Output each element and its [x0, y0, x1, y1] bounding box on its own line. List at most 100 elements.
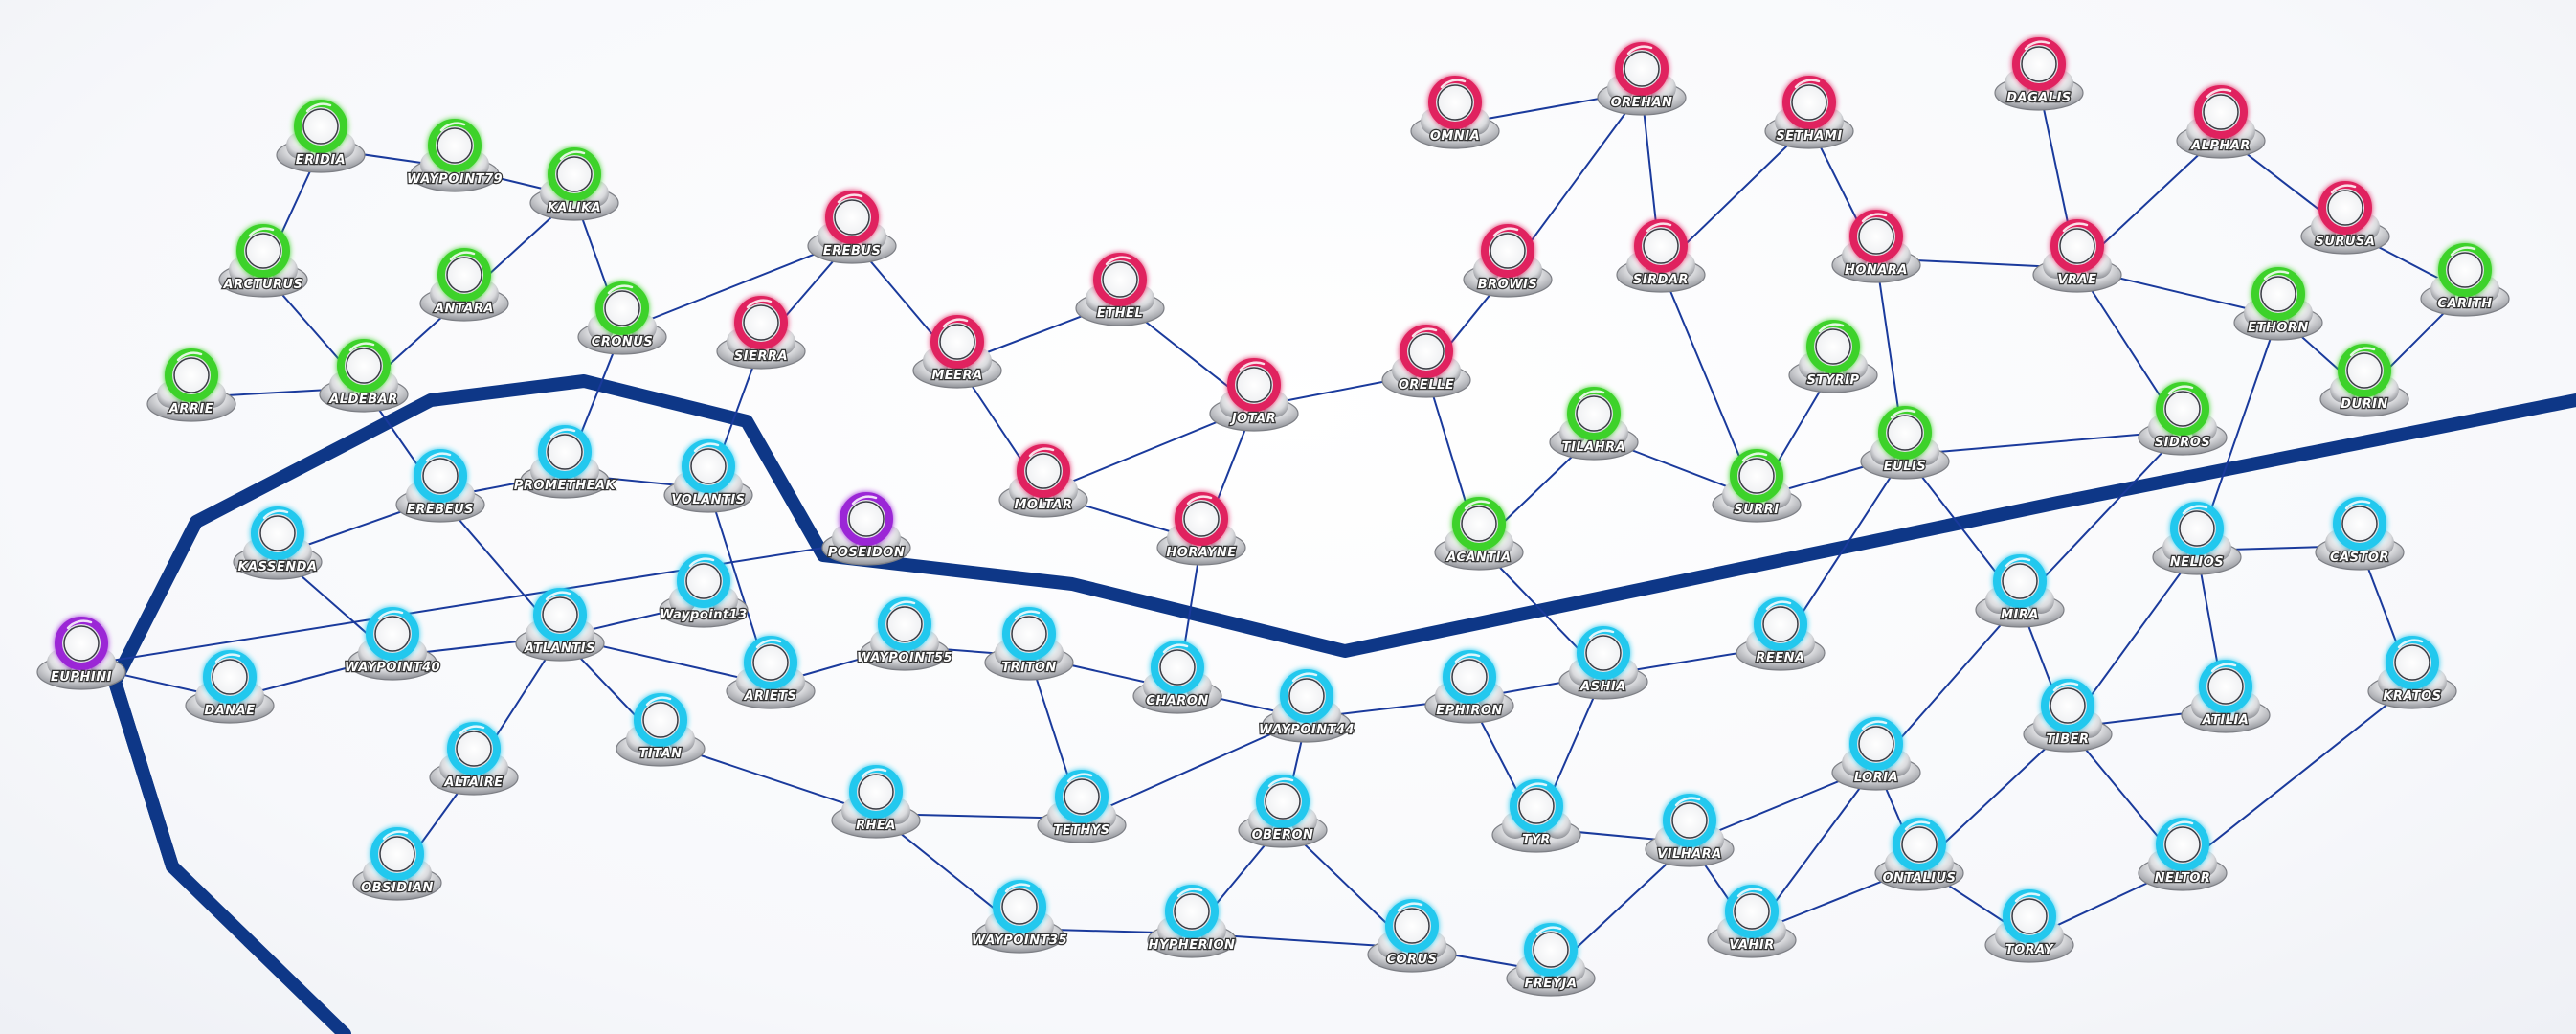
- star-node-erebeus[interactable]: EREBEUS: [395, 449, 485, 523]
- node-ring-icon: [447, 722, 501, 776]
- star-node-dagalis[interactable]: DAGALIS: [1994, 37, 2084, 111]
- star-node-orelle[interactable]: ORELLE: [1381, 325, 1471, 398]
- node-highlight-icon: [1267, 777, 1294, 788]
- star-node-omnia[interactable]: OMNIA: [1410, 76, 1500, 149]
- star-node-cronus[interactable]: CRONUS: [577, 281, 667, 355]
- node-inner-ring-icon: [858, 774, 894, 810]
- star-node-durin[interactable]: DURIN: [2319, 344, 2409, 417]
- star-node-antara[interactable]: ANTARA: [419, 248, 509, 322]
- star-node-moltar[interactable]: MOLTAR: [998, 444, 1088, 518]
- node-ring-icon: [1256, 775, 1310, 828]
- star-node-meera[interactable]: MEERA: [912, 315, 1002, 389]
- star-node-erida[interactable]: ERIDIA: [276, 100, 366, 173]
- star-node-rhea[interactable]: RHEA: [831, 765, 921, 839]
- star-node-carith[interactable]: CARITH: [2420, 243, 2510, 317]
- star-node-ethorn[interactable]: ETHORN: [2233, 267, 2323, 341]
- star-node-castor[interactable]: CASTOR: [2315, 497, 2405, 571]
- star-node-mira[interactable]: MIRA: [1975, 554, 2065, 628]
- star-node-corus[interactable]: CORUS: [1367, 899, 1457, 973]
- star-node-waypoint35[interactable]: WAYPOINT35: [971, 880, 1068, 954]
- star-node-arrie[interactable]: ARRIE: [146, 348, 236, 422]
- star-node-euphini[interactable]: EUPHINI: [36, 617, 126, 690]
- star-node-surusa[interactable]: SURUSA: [2300, 181, 2390, 255]
- star-node-poseidon[interactable]: POSEIDON: [821, 492, 911, 566]
- star-node-browis[interactable]: BROWIS: [1463, 224, 1553, 298]
- star-node-aldebar[interactable]: ALDEBAR: [319, 339, 409, 413]
- star-node-acantia[interactable]: ACANTIA: [1434, 497, 1524, 571]
- node-highlight-icon: [348, 342, 375, 352]
- star-node-styrip[interactable]: STYRIP: [1788, 320, 1878, 393]
- star-node-eulis[interactable]: EULIS: [1860, 406, 1950, 480]
- node-inner-ring-icon: [1288, 678, 1325, 714]
- node-inner-ring-icon: [1791, 84, 1827, 121]
- star-node-waypoint40[interactable]: WAYPOINT40: [344, 607, 441, 681]
- star-node-oberon[interactable]: OBERON: [1238, 775, 1328, 848]
- star-node-horayne[interactable]: HORAYNE: [1156, 492, 1246, 566]
- star-node-ashia[interactable]: ASHIA: [1558, 626, 1648, 700]
- node-ring-icon: [294, 100, 347, 153]
- star-node-waypoint13[interactable]: Waypoint13: [659, 554, 749, 628]
- node-inner-ring-icon: [2394, 644, 2430, 681]
- star-node-ontalius[interactable]: ONTALIUS: [1874, 818, 1964, 891]
- star-node-sirdar[interactable]: SIRDAR: [1616, 219, 1706, 293]
- star-node-tilahra[interactable]: TILAHRA: [1549, 387, 1639, 461]
- star-node-alphar[interactable]: ALPHAR: [2176, 85, 2266, 159]
- star-node-honara[interactable]: HONARA: [1831, 210, 1921, 283]
- node-label: POSEIDON: [828, 546, 905, 560]
- star-node-hypherion[interactable]: HYPHERION: [1147, 885, 1237, 958]
- star-node-vilhara[interactable]: VILHARA: [1645, 794, 1735, 867]
- star-node-titan[interactable]: TITAN: [616, 693, 706, 767]
- star-node-waypoint79[interactable]: WAYPOINT79: [406, 119, 504, 192]
- star-node-triton[interactable]: TRITON: [984, 607, 1074, 681]
- star-node-volantis[interactable]: VOLANTIS: [663, 439, 753, 513]
- star-node-ephiron[interactable]: EPHIRON: [1424, 650, 1514, 724]
- star-node-aries[interactable]: ARIETS: [726, 636, 816, 709]
- star-node-freyja[interactable]: FREYJA: [1506, 923, 1596, 997]
- node-ring-icon: [634, 693, 687, 747]
- node-inner-ring-icon: [245, 233, 281, 269]
- star-node-erebus[interactable]: EREBUS: [807, 191, 897, 264]
- star-node-reena[interactable]: REENA: [1736, 597, 1826, 671]
- node-ring-icon: [165, 348, 218, 402]
- node-inner-ring-icon: [604, 290, 640, 326]
- star-node-nelios[interactable]: NELIOS: [2152, 502, 2242, 575]
- star-node-vrae[interactable]: VRAE: [2032, 219, 2122, 293]
- star-node-waypoint55[interactable]: WAYPOINT55: [856, 597, 953, 671]
- node-ring-icon: [930, 315, 984, 369]
- star-node-waypoint44[interactable]: WAYPOINT44: [1258, 669, 1355, 743]
- node-inner-ring-icon: [1624, 51, 1660, 87]
- star-node-altaire[interactable]: ALTAIRE: [429, 722, 519, 796]
- node-inner-ring-icon: [1265, 783, 1301, 820]
- node-ring-icon: [2170, 502, 2224, 555]
- star-node-surri[interactable]: SURRI: [1712, 449, 1802, 523]
- star-node-sierra[interactable]: SIERRA: [716, 296, 806, 370]
- node-inner-ring-icon: [456, 731, 492, 767]
- star-node-jotar[interactable]: JOTAR: [1209, 358, 1299, 432]
- star-node-kassenda[interactable]: KASSENDA: [233, 506, 323, 580]
- star-node-atilia[interactable]: ATILIA: [2181, 660, 2271, 733]
- star-node-kratos[interactable]: KRATOS: [2367, 636, 2457, 709]
- star-node-orehan[interactable]: OREHAN: [1597, 42, 1687, 116]
- star-node-sethami[interactable]: SETHAMI: [1764, 76, 1854, 149]
- star-node-obsidian[interactable]: OBSIDIAN: [352, 827, 442, 901]
- node-ring-icon: [1510, 779, 1563, 833]
- star-node-tethys[interactable]: TETHYS: [1037, 770, 1127, 843]
- star-node-vahir[interactable]: VAHIR: [1707, 885, 1797, 958]
- star-node-loria[interactable]: LORIA: [1831, 717, 1921, 791]
- star-node-danae[interactable]: DANAE: [185, 650, 275, 724]
- star-node-atlantis[interactable]: ATLANTIS: [515, 588, 605, 662]
- link-sidros-mira: [2019, 430, 2184, 604]
- node-ring-icon: [1663, 794, 1716, 847]
- star-node-tyr[interactable]: TYR: [1491, 779, 1581, 853]
- star-node-kalika[interactable]: KALIKA: [529, 147, 619, 221]
- star-node-charon[interactable]: CHARON: [1132, 641, 1222, 714]
- star-node-toray[interactable]: TORAY: [1984, 889, 2074, 963]
- star-node-prometheak[interactable]: PROMETHEAK: [513, 425, 616, 499]
- star-node-neltor[interactable]: NELTOR: [2138, 818, 2228, 891]
- star-node-ethel[interactable]: ETHEL: [1075, 253, 1165, 326]
- node-highlight-icon: [2330, 184, 2357, 194]
- star-node-arcturus[interactable]: ARCTURUS: [218, 224, 308, 298]
- star-node-tiber[interactable]: TIBER: [2023, 679, 2113, 753]
- node-label: TILAHRA: [1562, 440, 1626, 455]
- star-node-sidros[interactable]: SIDROS: [2138, 382, 2228, 456]
